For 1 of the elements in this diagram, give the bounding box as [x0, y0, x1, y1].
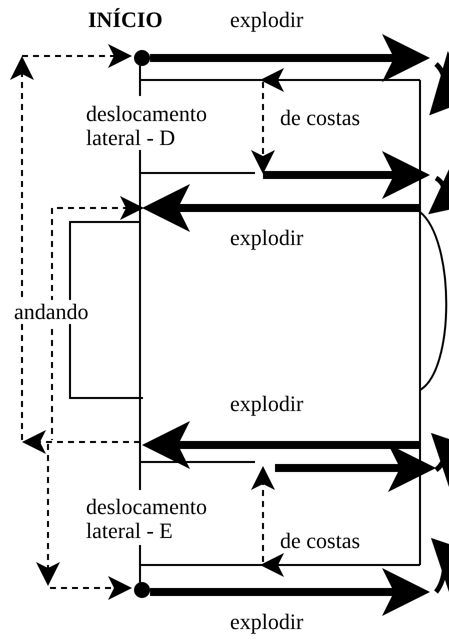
movement-label: andando [14, 300, 89, 324]
